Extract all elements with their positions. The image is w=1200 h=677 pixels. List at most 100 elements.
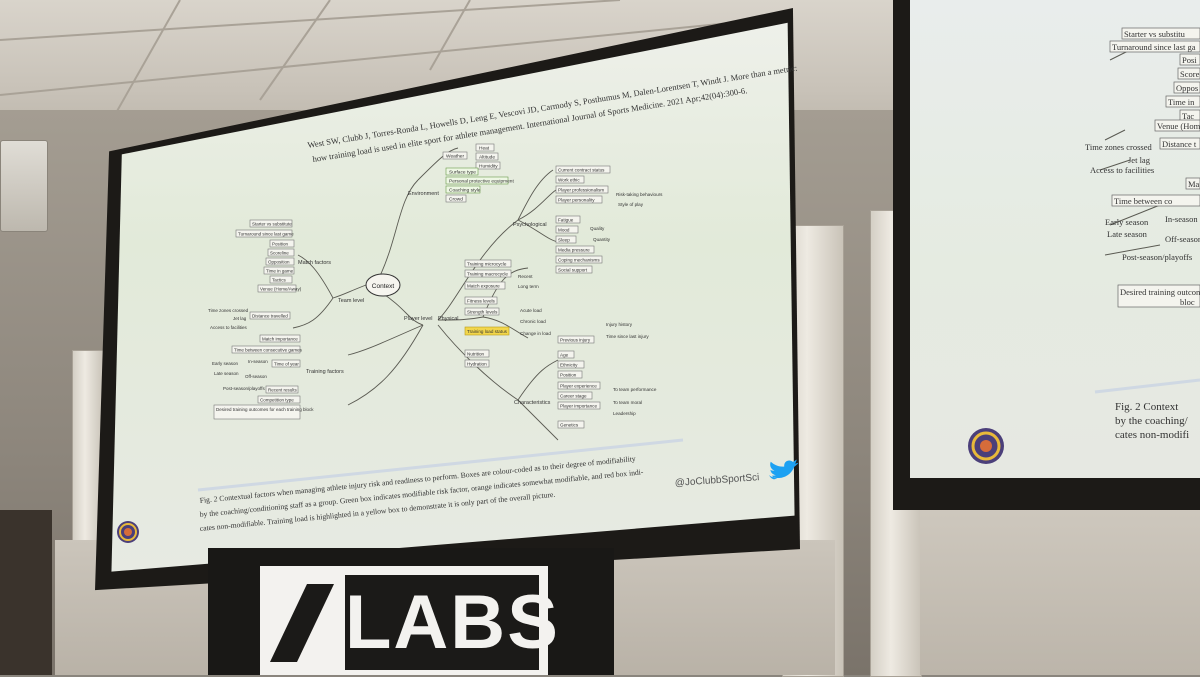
char-experience: Player experience xyxy=(560,384,597,389)
char-position: Position xyxy=(560,373,577,378)
citation-line-1: West SW, Clubb J, Torres-Ronda L, Howell… xyxy=(307,63,798,150)
phy-training-load: Training load status xyxy=(467,329,508,334)
train-competition-type: Competition type xyxy=(260,398,294,403)
match-factors-label: Match factors xyxy=(298,260,331,266)
char-age: Age xyxy=(560,353,569,358)
side-late-season: Late season xyxy=(1107,229,1148,239)
twitter-bird-icon xyxy=(768,459,798,480)
phy-nutrition: Nutrition xyxy=(467,352,485,357)
side-time-zones: Time zones crossed xyxy=(1085,142,1152,152)
side-starter: Starter vs substitu xyxy=(1124,29,1186,39)
phy-hydration: Hydration xyxy=(467,362,487,367)
phy-strength: Strength levels xyxy=(467,310,498,315)
psy-sleep: Sleep xyxy=(558,238,570,243)
team-position: Position xyxy=(272,242,289,247)
side-caption-line-2: by the coaching/ xyxy=(1115,415,1189,427)
psy-media: Media pressure xyxy=(558,248,590,253)
psy-mood: Mood xyxy=(558,228,570,233)
env-weather: Weather xyxy=(446,154,464,160)
lower-wall-panel-right xyxy=(920,495,1200,675)
train-off-season: Off-season xyxy=(245,374,267,379)
side-caption-rule xyxy=(1094,378,1200,394)
env-surface: Surface type xyxy=(449,170,476,176)
env-crowd: Crowd xyxy=(449,197,463,203)
team-venue: Venue (Home/Away) xyxy=(260,287,302,292)
psy-social-support: Social support xyxy=(558,268,588,273)
char-genetics: Genetics xyxy=(560,423,579,428)
env-altitude: Altitude xyxy=(479,155,495,161)
train-time-between: Time between consecutive games xyxy=(234,348,303,353)
psy-coping: Coping mechanisms xyxy=(558,258,600,263)
psy-contract: Current contract status xyxy=(558,168,605,173)
psy-quantity: Quantity xyxy=(593,237,611,242)
char-ethnicity: Ethnicity xyxy=(560,363,578,368)
phy-long-term: Long term xyxy=(518,284,539,289)
train-in-season: In-season xyxy=(248,359,268,364)
phy-fitness: Fitness levels xyxy=(467,299,496,304)
char-team-performance: To team performance xyxy=(613,387,657,392)
side-match: Ma xyxy=(1188,179,1200,189)
side-caption-line-1: Fig. 2 Context xyxy=(1115,401,1178,413)
circular-logo-icon xyxy=(117,521,139,543)
door-frame xyxy=(0,510,52,675)
side-circular-logo-icon xyxy=(968,428,1004,464)
side-venue: Venue (Home xyxy=(1157,121,1200,131)
phy-recent: Recent xyxy=(518,274,533,279)
side-turnaround: Turnaround since last ga xyxy=(1112,42,1196,52)
side-time-in: Time in xyxy=(1168,97,1195,107)
side-in-season: In-season xyxy=(1165,214,1198,224)
psy-personality: Player personality xyxy=(558,198,595,203)
training-factors-label: Training factors xyxy=(306,369,344,375)
side-early-season: Early season xyxy=(1105,217,1149,227)
phy-macrocycle: Training macrocycle xyxy=(467,272,508,277)
side-score: Score xyxy=(1180,69,1200,79)
side-facilities: Access to facilities xyxy=(1090,165,1154,175)
context-label: Context xyxy=(372,283,395,290)
psychological-label: Psychological xyxy=(513,222,547,228)
side-tactics: Tac xyxy=(1182,111,1194,121)
team-time-zones: Time zones crossed xyxy=(208,308,249,313)
psy-work-ethic: Work ethic xyxy=(558,178,580,183)
team-facilities: Access to facilities xyxy=(210,325,248,330)
team-turnaround: Turnaround since last game xyxy=(238,232,294,237)
team-starter: Starter vs substitute xyxy=(252,222,292,227)
psy-quality: Quality xyxy=(590,226,605,231)
env-humidity: Humidity xyxy=(479,164,498,170)
psy-professionalism: Player professionalism xyxy=(558,188,604,193)
train-match-importance: Match importance xyxy=(262,337,298,342)
citation-line-2: how training load is used in elite sport… xyxy=(312,85,748,164)
wall-speaker xyxy=(0,140,48,232)
train-early-season: Early season xyxy=(212,361,239,366)
side-slide: Starter vs substitu Turnaround since las… xyxy=(968,27,1200,464)
train-post-season: Post-season/playoffs xyxy=(223,386,265,391)
labs-text: LABS xyxy=(345,575,558,670)
char-player-importance: Player importance xyxy=(560,404,597,409)
train-late-season: Late season xyxy=(214,371,239,376)
char-injury-history: Injury history xyxy=(606,322,633,327)
characteristics-label: Characteristics xyxy=(514,400,551,406)
side-opposition: Oppos xyxy=(1176,83,1198,93)
psy-style-of-play: Style of play xyxy=(618,202,644,207)
team-tactics: Tactics xyxy=(272,278,287,283)
char-time-since-injury: Time since last injury xyxy=(606,334,649,339)
phy-match-exposure: Match exposure xyxy=(467,284,500,289)
phy-acute-load: Acute load xyxy=(520,308,542,313)
phy-microcycle: Training microcycle xyxy=(467,262,507,267)
char-leadership: Leadership xyxy=(613,411,636,416)
side-jet-lag: Jet lag xyxy=(1128,155,1151,165)
phy-chronic-load: Chronic load xyxy=(520,319,546,324)
phy-change-in-load: Change in load xyxy=(520,331,551,336)
side-screen xyxy=(910,0,1200,478)
side-post-season: Post-season/playoffs xyxy=(1122,252,1192,262)
side-distance: Distance t xyxy=(1162,139,1197,149)
labs-slash-icon xyxy=(270,584,334,662)
training-load-highlight xyxy=(464,326,510,336)
team-time-in-game: Time in game xyxy=(266,269,294,274)
side-position: Posi xyxy=(1182,55,1197,65)
ceiling-tiles xyxy=(0,0,761,151)
side-off-season: Off-season xyxy=(1165,234,1200,244)
train-desired-outcomes: Desired training outcomes for each train… xyxy=(216,407,314,412)
mind-map-slide: West SW, Clubb J, Torres-Ronda L, Howell… xyxy=(117,63,798,543)
team-jet-lag: Jet lag xyxy=(233,316,247,321)
side-desired-outcomes: Desired training outcon xyxy=(1120,287,1200,297)
